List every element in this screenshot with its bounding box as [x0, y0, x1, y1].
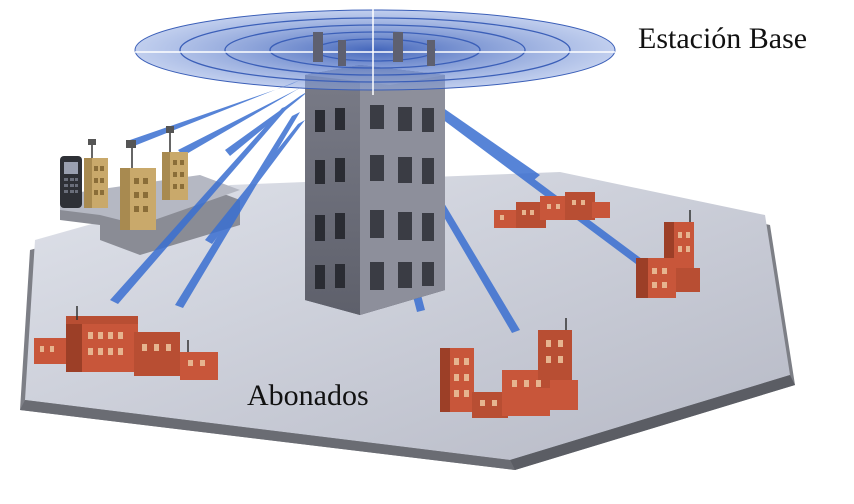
link-beam — [225, 90, 310, 156]
subscriber-buildings-lower-left — [34, 306, 218, 380]
subscriber-buildings-upper-left — [84, 126, 188, 230]
subscriber-buildings-right — [636, 210, 700, 298]
link-beam — [205, 120, 305, 244]
subscriber-buildings-lower-center — [440, 318, 578, 418]
tan-building — [84, 139, 108, 208]
subscriber-buildings-right-upper — [494, 192, 610, 228]
mobile-handset — [60, 156, 82, 208]
link-beam — [178, 85, 305, 156]
link-beam — [110, 105, 290, 304]
subscribers-label: Abonados — [247, 379, 369, 412]
base-station-label: Estación Base — [638, 22, 808, 55]
radio-links — [110, 80, 650, 333]
radiation-pattern — [134, 8, 616, 95]
link-beam — [430, 106, 650, 270]
base-station-tower — [305, 65, 445, 315]
tan-building — [120, 140, 156, 230]
tower-antennas — [313, 32, 435, 66]
